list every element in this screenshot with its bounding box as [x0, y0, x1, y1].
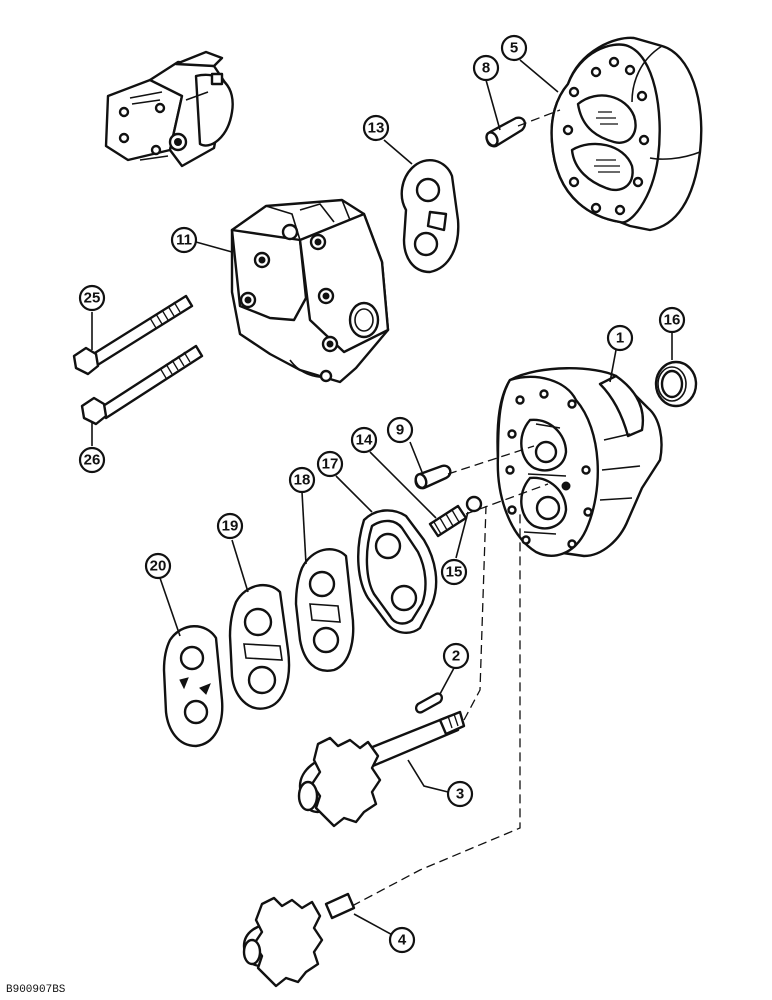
callout-17: 17 [316, 450, 344, 478]
gasket-plate-19 [228, 583, 291, 710]
thrust-plate-20 [162, 625, 224, 748]
assembled-pump [104, 50, 234, 168]
callout-14: 14 [350, 426, 378, 454]
callout-label: 13 [368, 120, 385, 137]
callout-15: 15 [440, 558, 468, 586]
callout-5: 5 [500, 34, 528, 62]
bolt-25 [72, 294, 194, 376]
callout-label: 18 [294, 472, 311, 489]
dowel-pin-8 [485, 116, 527, 148]
callout-4: 4 [388, 926, 416, 954]
callout-label: 14 [356, 432, 373, 449]
callout-label: 9 [396, 422, 404, 439]
callout-label: 1 [616, 330, 624, 347]
leader-lines [91, 59, 673, 939]
callout-label: 11 [176, 232, 192, 249]
callout-label: 8 [482, 60, 490, 77]
gasket-13 [400, 158, 460, 274]
callout-label: 19 [222, 518, 239, 535]
callout-2: 2 [442, 642, 470, 670]
plate-18 [294, 548, 355, 672]
callout-label: 26 [84, 452, 101, 469]
drive-gear-shaft-3 [297, 710, 466, 828]
driven-gear-4 [242, 892, 356, 988]
callout-1: 1 [606, 324, 634, 352]
seal-16 [654, 360, 698, 408]
callout-label: 5 [510, 40, 518, 57]
rear-housing [550, 36, 703, 232]
key-2 [414, 692, 444, 714]
callout-13: 13 [362, 114, 390, 142]
callout-3: 3 [446, 780, 474, 808]
callout-label: 2 [452, 648, 460, 665]
callout-label: 15 [446, 564, 463, 581]
pump-body-11 [230, 198, 390, 384]
seal-plate-17 [357, 509, 438, 634]
assembly-lines [351, 109, 561, 907]
callout-label: 16 [664, 312, 681, 329]
callout-9: 9 [386, 416, 414, 444]
callout-16: 16 [658, 306, 686, 334]
callout-19: 19 [216, 512, 244, 540]
callout-label: 25 [84, 290, 101, 307]
spring-14 [428, 504, 468, 538]
callout-25: 25 [78, 284, 106, 312]
callout-label: 20 [150, 558, 167, 575]
dowel-pin-9 [414, 464, 452, 490]
figure-code: B900907BS [6, 984, 66, 996]
ball-15 [465, 495, 483, 513]
callout-8: 8 [472, 54, 500, 82]
callout-20: 20 [144, 552, 172, 580]
callout-18: 18 [288, 466, 316, 494]
bolt-26 [80, 344, 204, 426]
callout-label: 17 [322, 456, 339, 473]
callout-label: 4 [398, 932, 407, 949]
callout-11: 11 [170, 226, 198, 254]
callout-label: 3 [456, 786, 464, 803]
front-housing-1 [496, 367, 663, 558]
callout-26: 26 [78, 446, 106, 474]
